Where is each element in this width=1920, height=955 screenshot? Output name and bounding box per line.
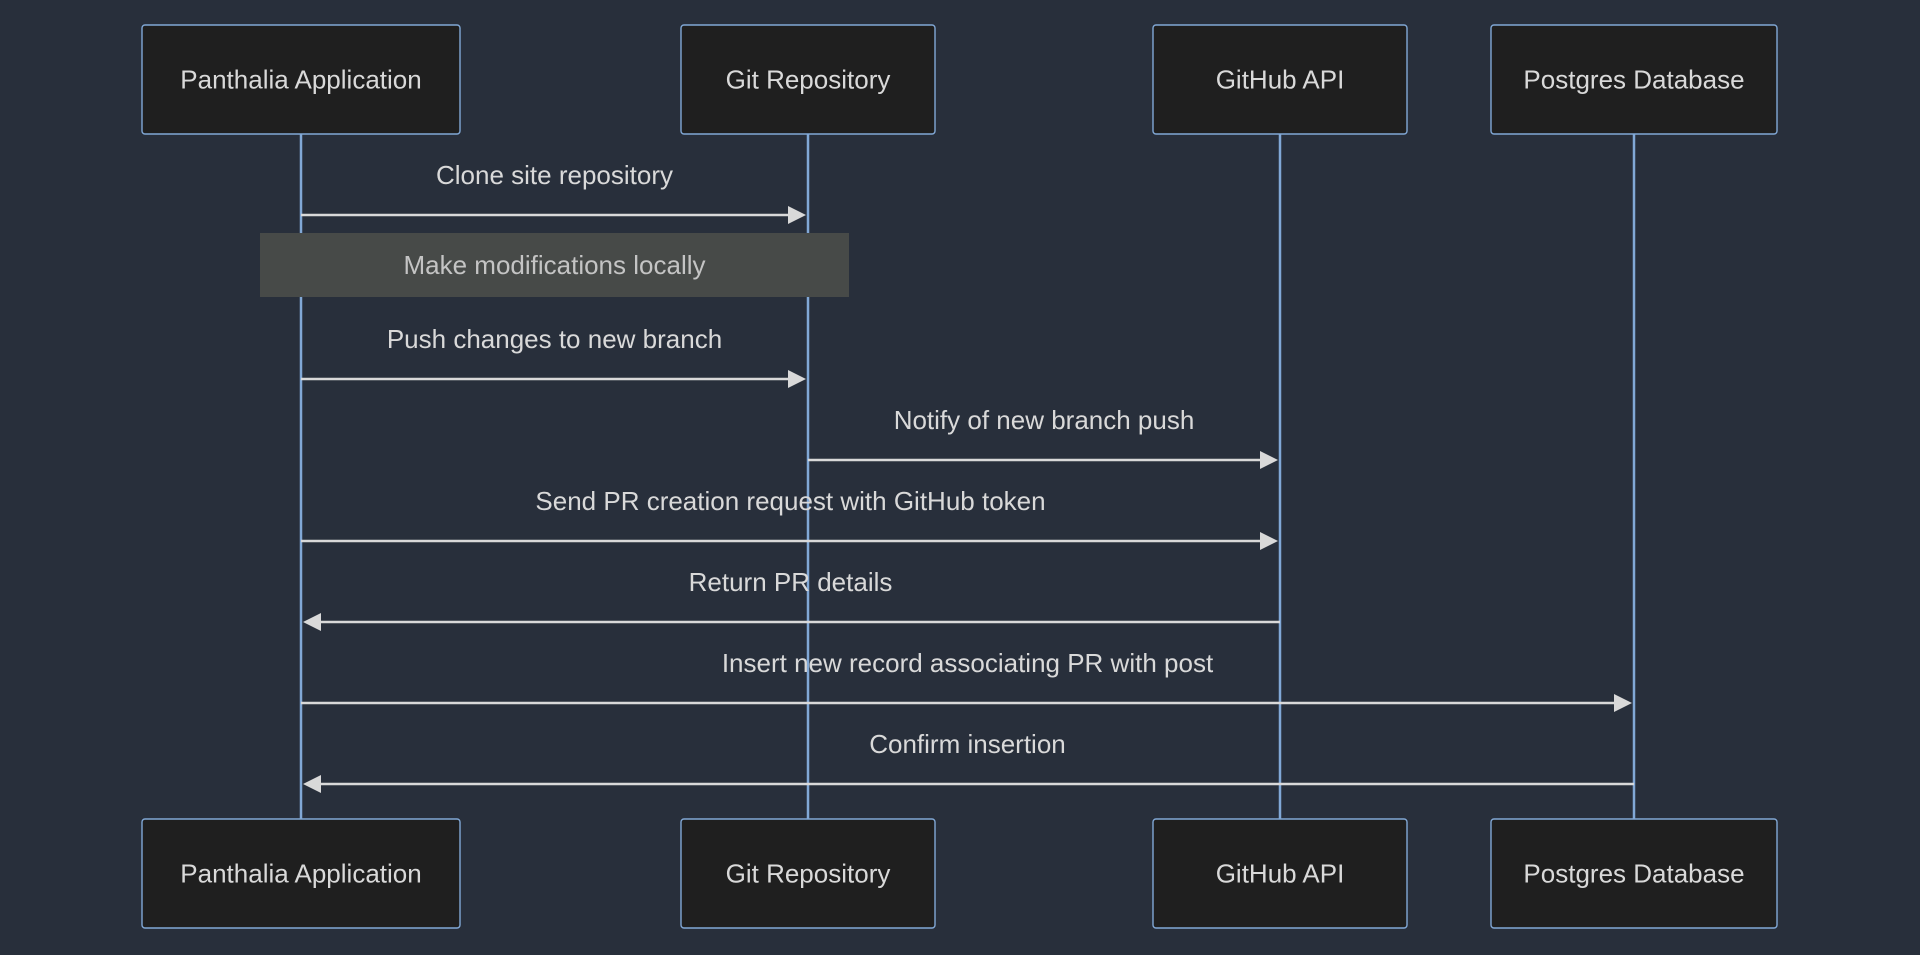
actor-db-bottom: Postgres Database [1490, 818, 1778, 929]
arrowhead [1260, 451, 1278, 469]
actor-box [680, 24, 936, 135]
actor-box [680, 818, 936, 929]
message-8: Confirm insertion [303, 729, 1634, 793]
message-1: Clone site repository [301, 160, 806, 224]
message-label: Send PR creation request with GitHub tok… [535, 486, 1045, 516]
message-label: Insert new record associating PR with po… [722, 648, 1214, 678]
actors-top: Panthalia Application Git Repository GitHu… [141, 24, 1778, 135]
message-7: Insert new record associating PR with po… [301, 648, 1632, 712]
arrowhead [1260, 532, 1278, 550]
note: Make modifications locally [260, 233, 849, 297]
actor-label: Panthalia Application [180, 859, 421, 889]
actor-box [141, 818, 461, 929]
actor-label: GitHub API [1216, 65, 1345, 95]
actor-box [1152, 818, 1408, 929]
arrowhead [303, 613, 321, 631]
actor-git-bottom: Git Repository [680, 818, 936, 929]
actor-label: Git Repository [726, 859, 891, 889]
actor-app-bottom: Panthalia Application [141, 818, 461, 929]
message-6: Return PR details [303, 567, 1280, 631]
note-label: Make modifications locally [403, 250, 705, 280]
message-label: Clone site repository [436, 160, 673, 190]
message-label: Push changes to new branch [387, 324, 722, 354]
arrowhead [303, 775, 321, 793]
message-3: Push changes to new branch [301, 324, 806, 388]
arrowhead [788, 206, 806, 224]
actors-bottom: Panthalia Application Git Repository GitHu… [141, 818, 1778, 929]
actor-box [1490, 24, 1778, 135]
actor-label: Postgres Database [1523, 65, 1744, 95]
actor-gh-bottom: GitHub API [1152, 818, 1408, 929]
actor-git-top: Git Repository [680, 24, 936, 135]
message-5: Send PR creation request with GitHub tok… [301, 486, 1278, 550]
message-label: Return PR details [689, 567, 893, 597]
actor-label: Git Repository [726, 65, 891, 95]
arrowhead [1614, 694, 1632, 712]
actor-label: Postgres Database [1523, 859, 1744, 889]
note-box [260, 233, 849, 297]
actor-label: GitHub API [1216, 859, 1345, 889]
actor-label: Panthalia Application [180, 65, 421, 95]
actor-box [141, 24, 461, 135]
actor-db-top: Postgres Database [1490, 24, 1778, 135]
actor-box [1490, 818, 1778, 929]
message-label: Confirm insertion [869, 729, 1066, 759]
arrowhead [788, 370, 806, 388]
actor-app-top: Panthalia Application [141, 24, 461, 135]
actor-box [1152, 24, 1408, 135]
actor-gh-top: GitHub API [1152, 24, 1408, 135]
message-label: Notify of new branch push [894, 405, 1195, 435]
message-4: Notify of new branch push [808, 405, 1278, 469]
